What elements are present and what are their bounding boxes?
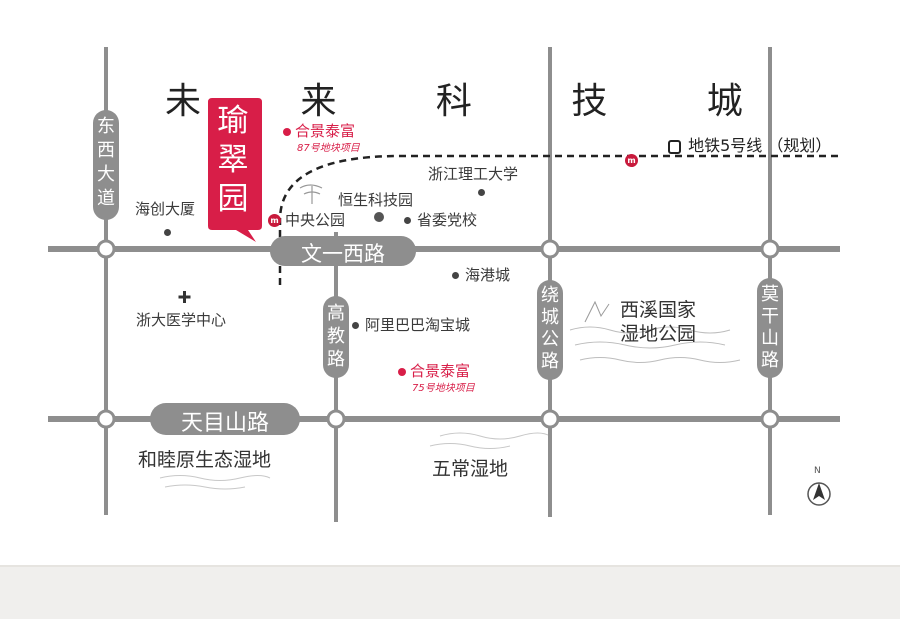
poi-xixi: 西溪国家 湿地公园 [620,298,696,346]
road-label-bg-moganshan [757,278,783,378]
bottom-decorative-band [0,565,900,619]
poi-zjdx-med: 浙大医学中心 [136,311,227,329]
road-label-dongxi: 东西大道 [97,116,115,209]
metro-line-status: （规划） [767,136,832,155]
road-label-raocheng: 绕城公路 [541,285,559,372]
road-label-tianmu: 天目山路 [180,411,269,436]
poi-haichuang: 海创大厦 [135,200,196,218]
metro-line-5-path [278,154,838,290]
poi-central-park: m 中央公园 [268,209,345,230]
poi-zjut: 浙江理工大学 [428,165,519,183]
poi-dot-icon [352,322,359,329]
poi-xixi-line2: 湿地公园 [620,323,697,345]
tree-icon [299,184,323,204]
poi-hengsheng: 恒生科技园 [338,191,414,209]
junction [760,409,780,429]
poi-dot-icon [404,217,411,224]
poi-hejing-87-sub: 87号地块项目 [297,143,360,154]
poi-dot-icon [478,182,491,201]
red-dot-icon [283,127,291,136]
red-dot-icon [398,367,406,376]
road-label-wenyi: 文一西路 [301,242,385,266]
poi-hemuyuan: 和睦原生态湿地 [138,449,272,471]
metro-station-icon: m [625,150,642,169]
poi-central-park-label: 中央公园 [285,211,346,229]
metro-station-icon: m [268,214,281,227]
poi-wuchang: 五常湿地 [432,458,509,480]
wetland-xixi-decoration [569,300,741,363]
poi-dot-icon [164,222,177,241]
metro-line-name: 地铁5号线 [688,136,763,155]
compass-north-label: N [814,466,821,476]
poi-hejing-87: 合景泰富 87号地块项目 [283,120,360,154]
road-label-bg-raocheng [537,280,563,380]
road-dongxi [104,47,108,515]
hospital-cross-icon [178,291,191,303]
metro-line-label: 地铁5号线 （规划） [668,132,831,156]
wetland-hemu-decoration [159,475,271,490]
road-label-bg-tianmu [150,403,300,435]
poi-alibaba: 阿里巴巴淘宝城 [352,314,470,335]
bus-icon [668,139,681,154]
road-label-gaojiao: 高教路 [327,303,345,370]
road-tianmu [48,416,840,422]
area-title: 未 来 科 技 城 [165,81,787,122]
road-label-bg-wenyi [270,236,416,266]
poi-hejing-87-name: 合景泰富 [295,122,356,140]
poi-hejing-75-name: 合景泰富 [410,362,471,380]
road-wenyi [48,246,840,252]
wetland-wuchang-decoration [429,432,551,449]
poi-hejing-75: 合景泰富 75号地块项目 [398,360,475,394]
poi-xixi-line1: 西溪国家 [620,299,697,321]
poi-party-school: 省委党校 [404,209,477,230]
party-school-icon [374,212,384,222]
junction [540,409,560,429]
road-label-moganshan: 莫干山路 [761,284,779,371]
poi-hejing-75-sub: 75号地块项目 [412,383,475,394]
road-label-bg-dongxi [93,110,119,220]
junction [96,409,116,429]
junction [540,239,560,259]
project-name: 瑜翠园 [217,103,249,217]
project-tag-shape [208,98,262,242]
junction [326,409,346,429]
road-label-bg-gaojiao [323,296,349,378]
poi-haigang: 海港城 [452,264,510,285]
compass-icon [807,482,831,506]
poi-dot-icon [452,272,459,279]
junction [96,239,116,259]
junction [760,239,780,259]
